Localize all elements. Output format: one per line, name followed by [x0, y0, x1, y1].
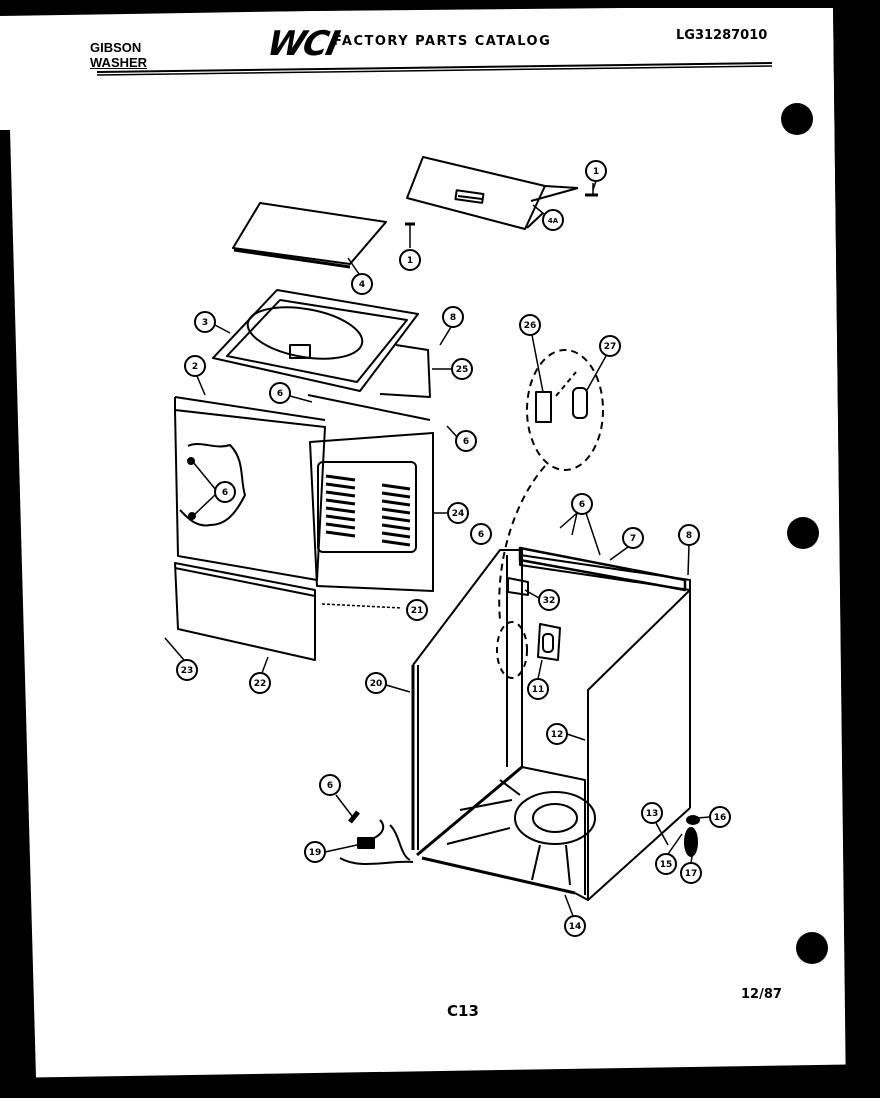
callout-8: 8 — [450, 313, 456, 323]
callout-4a: 4A — [548, 217, 559, 225]
callout-19: 19 — [309, 848, 322, 858]
callout-6: 6 — [463, 437, 469, 447]
callout-16: 16 — [714, 813, 727, 823]
callout-14: 14 — [569, 922, 582, 932]
part-4-lid — [232, 202, 387, 269]
exploded-parts-diagram — [174, 156, 700, 901]
cabinet-body — [411, 549, 691, 901]
callout-6: 6 — [579, 500, 585, 510]
callout-27: 27 — [604, 342, 617, 352]
brand-name: GIBSON — [90, 40, 142, 55]
page-code: C13 — [447, 1002, 479, 1020]
callout-1: 1 — [593, 167, 599, 177]
catalog-title: FACTORY PARTS CATALOG — [333, 34, 552, 49]
model-number: LG31287010 — [676, 28, 768, 43]
header-rule — [96, 62, 773, 76]
capacitor-detail-group — [496, 349, 604, 679]
callout-labels: 1 1 4A 4 3 8 25 2 6 6 6 26 27 24 6 6 7 8… — [181, 167, 727, 932]
callout-4: 4 — [359, 280, 365, 290]
brand-block: GIBSON WASHER — [90, 40, 147, 70]
callout-24: 24 — [452, 509, 465, 519]
callout-7: 7 — [630, 534, 636, 544]
callout-23: 23 — [181, 666, 194, 676]
callout-17: 17 — [685, 869, 698, 879]
callout-6: 6 — [222, 488, 228, 498]
part-22-front-panel — [174, 562, 316, 661]
callout-20: 20 — [370, 679, 383, 689]
wci-logo: WCI — [263, 24, 342, 64]
callout-22: 22 — [254, 679, 267, 689]
callout-21: 21 — [411, 606, 424, 616]
leader-lines — [164, 180, 711, 917]
callout-6: 6 — [327, 781, 333, 791]
callout-6: 6 — [478, 530, 484, 540]
part-25-rear-panel — [307, 344, 431, 421]
callout-11: 11 — [532, 685, 545, 695]
paper-surface — [0, 6, 846, 1078]
binder-hole-middle — [787, 517, 819, 549]
callout-25: 25 — [456, 365, 469, 375]
binder-hole-top — [781, 103, 813, 135]
callout-8: 8 — [686, 531, 692, 541]
callout-6: 6 — [277, 389, 283, 399]
revision-date: 12/87 — [741, 987, 782, 1002]
callout-2: 2 — [192, 362, 198, 372]
callout-1: 1 — [407, 256, 413, 266]
product-type: WASHER — [90, 55, 148, 70]
callout-13: 13 — [646, 809, 659, 819]
callout-bubbles — [176, 160, 731, 937]
callout-15: 15 — [660, 860, 673, 870]
part-3-top-frame — [212, 289, 419, 392]
callout-32: 32 — [543, 596, 556, 606]
part-4a-console-panel — [406, 156, 579, 230]
right-scan-border — [833, 0, 880, 1098]
bottom-scan-border — [0, 1064, 880, 1098]
callout-3: 3 — [202, 318, 208, 328]
part-24-rear-vent-panel — [309, 432, 434, 592]
left-scan-border — [0, 130, 36, 1078]
callout-12: 12 — [551, 730, 564, 740]
callout-26: 26 — [524, 321, 537, 331]
binder-hole-bottom — [796, 932, 828, 964]
